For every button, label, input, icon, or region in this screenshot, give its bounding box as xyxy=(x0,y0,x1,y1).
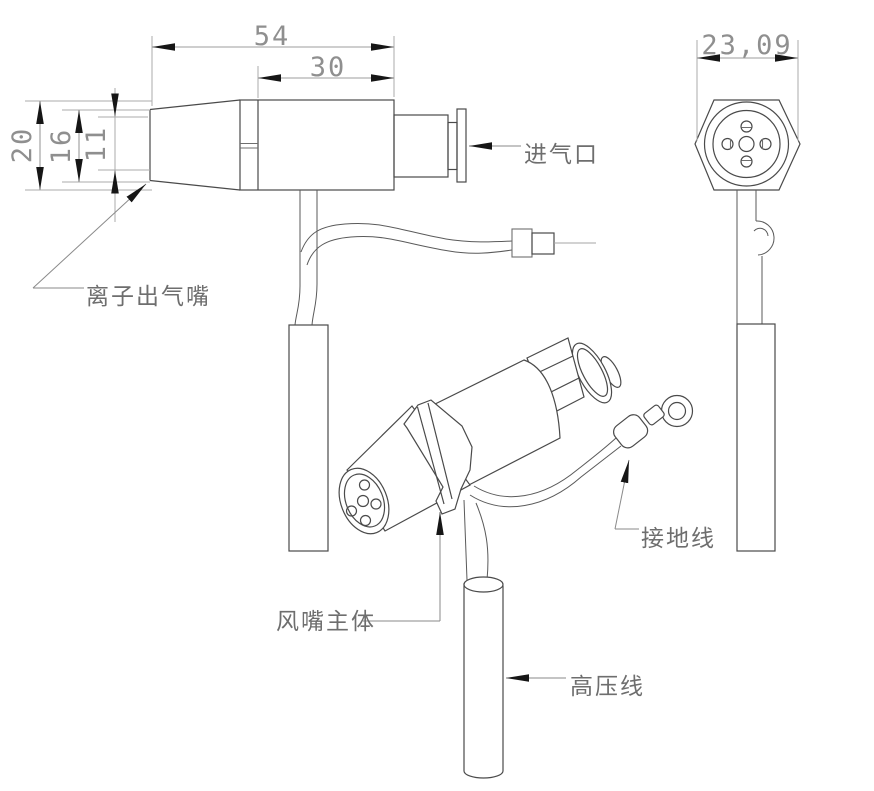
iso-ring-ferrule xyxy=(643,404,665,426)
front-hole-bottom xyxy=(740,155,753,168)
callouts: 离子出气嘴 进气口 风嘴主体 接地线 高压线 xyxy=(32,142,716,700)
dim-54-text: 54 xyxy=(254,21,291,52)
label-nozzle-body: 风嘴主体 xyxy=(276,609,376,635)
front-hole-right xyxy=(759,137,772,151)
leader-ground-wire-arrow xyxy=(614,459,630,530)
side-view xyxy=(149,99,596,552)
front-stem xyxy=(736,190,763,324)
side-cable-down xyxy=(294,190,318,326)
side-plug-body xyxy=(511,228,533,258)
iso-face-hole-top xyxy=(358,479,371,491)
side-fitting-step xyxy=(393,114,449,178)
extension-lines xyxy=(25,36,799,222)
front-view xyxy=(694,99,801,552)
iso-hv-wire xyxy=(463,499,489,581)
front-inner-circle xyxy=(712,109,781,179)
side-cable-sleeve xyxy=(288,324,329,552)
iso-rear-flange-inner xyxy=(576,348,609,397)
side-cone-outline xyxy=(149,99,241,191)
label-ground-wire: 接地线 xyxy=(641,526,716,552)
iso-face-hole-bottom xyxy=(359,514,372,527)
dim-30-text: 30 xyxy=(310,52,347,83)
iso-hex-nut xyxy=(403,399,473,515)
side-body-groove xyxy=(240,142,258,149)
iso-hex-nut-facets xyxy=(416,402,453,505)
iso-ring-terminal-hole xyxy=(667,401,687,421)
iso-face-hole-left xyxy=(345,505,358,517)
front-center-hole xyxy=(738,135,755,153)
iso-hv-sleeve-top xyxy=(463,576,504,593)
leader-ion-outlet-arrow xyxy=(32,183,147,289)
front-hex-nut xyxy=(694,99,801,191)
dim-16-text: 16 xyxy=(46,128,77,165)
dim-2309-text: 23,09 xyxy=(701,30,792,61)
dimensions: 54 30 20 16 11 23,09 xyxy=(7,21,799,222)
side-fitting-flange xyxy=(456,108,467,183)
label-hv-wire: 高压线 xyxy=(570,674,645,700)
iso-ground-wire xyxy=(469,437,622,508)
front-ring-terminal-edge xyxy=(753,220,775,256)
front-cable-sleeve xyxy=(736,323,776,552)
label-ion-outlet: 离子出气嘴 xyxy=(86,284,211,310)
iso-hv-sleeve xyxy=(463,583,504,779)
front-outer-circle xyxy=(703,101,790,187)
front-hole-top xyxy=(740,120,753,133)
isometric-view xyxy=(338,337,694,779)
dim-11-text: 11 xyxy=(81,126,112,163)
dim-20-text: 20 xyxy=(7,127,38,164)
side-cable-branch xyxy=(300,222,513,266)
front-hole-left xyxy=(721,137,734,151)
front-electrode-marks xyxy=(729,126,764,162)
iso-face-hole-right xyxy=(370,498,382,510)
side-fitting-neck xyxy=(447,121,458,171)
iso-wire-crimp xyxy=(613,414,649,449)
iso-face-center-hole xyxy=(356,494,370,508)
side-body xyxy=(239,99,395,191)
iso-ring-terminal xyxy=(660,394,694,428)
iso-rear-flange-outer xyxy=(571,342,613,404)
side-plug-tip xyxy=(531,232,555,255)
label-air-inlet: 进气口 xyxy=(524,142,599,168)
